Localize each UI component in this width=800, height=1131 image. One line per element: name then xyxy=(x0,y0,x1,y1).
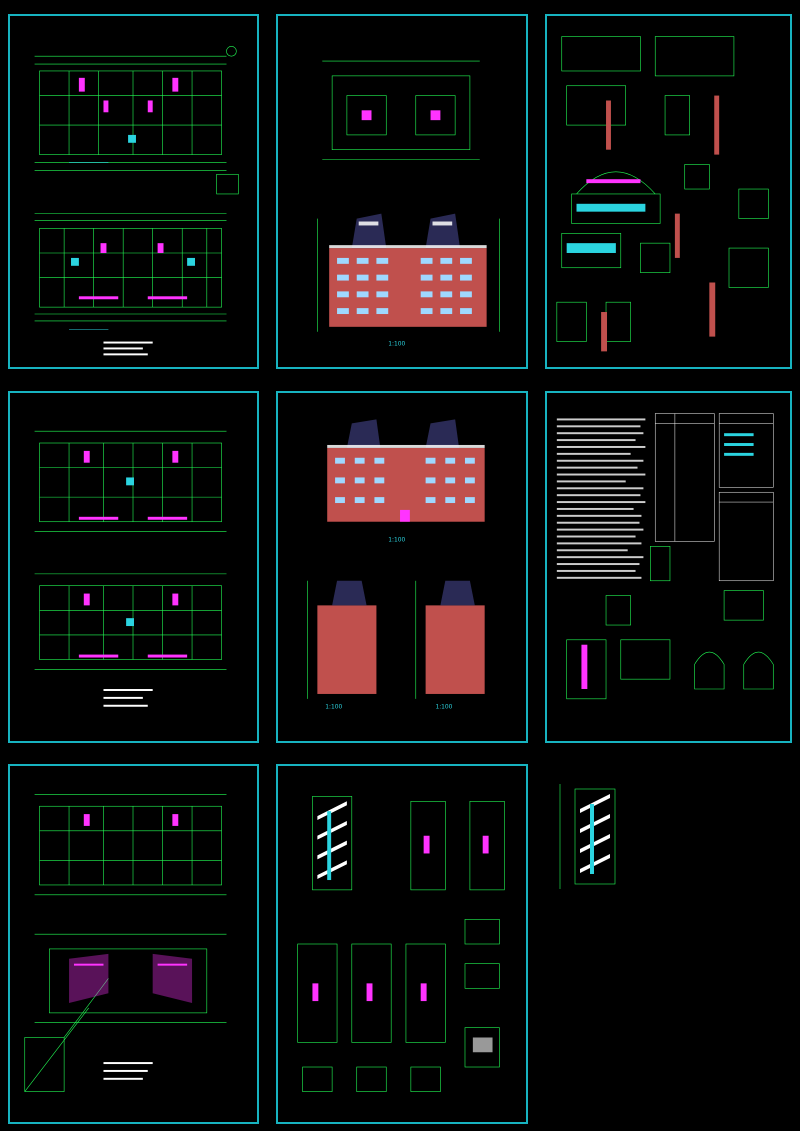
drawing-sheet-4[interactable] xyxy=(8,391,259,743)
drawing-sheet-9[interactable] xyxy=(545,764,792,904)
floor-plan-drawing-4 xyxy=(34,430,227,707)
side-elevation-right-scale: 1:100 xyxy=(435,705,452,711)
side-elevation-left-scale: 1:100 xyxy=(325,705,342,711)
drawing-sheet-7[interactable] xyxy=(8,764,259,1124)
stair-section-drawing-8 xyxy=(297,796,505,1092)
design-notes-drawing-6 xyxy=(556,413,774,700)
floor-plan-drawing-7 xyxy=(24,794,227,1092)
drawing-sheet-2[interactable]: 1:100 xyxy=(276,14,528,369)
floor-plan-drawing-1 xyxy=(34,46,239,356)
drawing-sheet-6[interactable] xyxy=(545,391,792,743)
drawing-sheet-3[interactable] xyxy=(545,14,792,369)
drawing-sheet-1[interactable] xyxy=(8,14,259,369)
drawing-sheet-8[interactable] xyxy=(276,764,528,1124)
front-elevation-scale: 1:100 xyxy=(388,537,405,543)
elevation-drawing-5: 1:100 1:100 1:100 xyxy=(307,419,485,711)
details-drawing-3 xyxy=(556,36,769,352)
drawing-sheet-5[interactable]: 1:100 1:100 1:100 xyxy=(276,391,528,743)
elevation-drawing-2: 1:100 xyxy=(317,60,500,348)
stair-section-drawing-9 xyxy=(559,784,616,889)
elevation-scale-label: 1:100 xyxy=(388,342,405,348)
